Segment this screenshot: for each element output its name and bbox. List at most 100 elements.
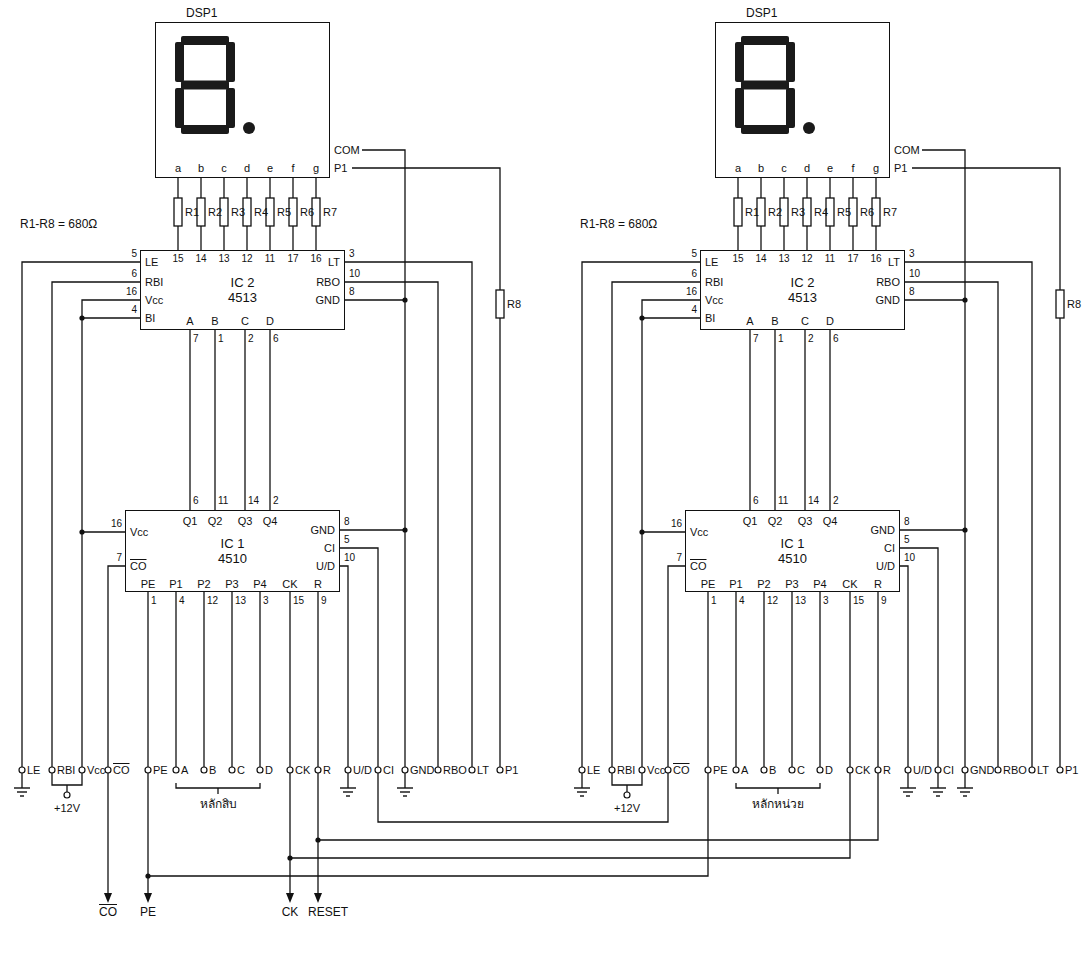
pin-number: 1 — [711, 595, 717, 607]
terminal-label: GND — [970, 764, 994, 776]
ground-bar — [960, 791, 970, 792]
pin-number: 14 — [755, 253, 766, 265]
terminal-pin — [624, 792, 630, 798]
terminal-label: Vcc — [647, 764, 665, 776]
pin-number: 10 — [344, 552, 355, 564]
terminal-pin — [962, 767, 968, 773]
junction-dot — [79, 315, 84, 320]
pin-name: COM — [894, 144, 920, 156]
ground-wire — [581, 773, 582, 788]
ground-symbol — [957, 788, 973, 796]
terminal-pin — [665, 767, 671, 773]
resistor-label: R6 — [300, 206, 314, 218]
pin-number: 6 — [273, 333, 279, 345]
pin-name: PE — [701, 578, 716, 590]
terminal-pin — [1029, 767, 1035, 773]
pin-number: 9 — [881, 595, 887, 607]
pin-number: 6 — [753, 495, 759, 507]
terminal-pin — [435, 767, 441, 773]
resistor-label: R4 — [814, 206, 828, 218]
terminal-pin — [64, 792, 70, 798]
junction-dot — [639, 315, 644, 320]
pin-name: R — [874, 578, 882, 590]
wire — [819, 592, 820, 767]
pin-name: Vcc — [145, 294, 163, 306]
segment — [226, 88, 235, 128]
terminal-pin — [761, 767, 767, 773]
terminal-label: RBO — [1003, 764, 1027, 776]
signal-wire — [189, 330, 190, 510]
segment-pin-name: a — [175, 162, 181, 174]
pin-number: 7 — [676, 552, 682, 564]
segment — [786, 88, 795, 128]
terminal-label: PE — [713, 764, 728, 776]
pin-name: P3 — [785, 578, 798, 590]
wire — [107, 773, 108, 893]
pin-number: 16 — [111, 518, 122, 530]
ground-wire — [937, 773, 938, 788]
junction-dot — [402, 297, 407, 302]
pin-number: 13 — [235, 595, 246, 607]
signal-wire — [774, 330, 775, 510]
terminal-label: C — [797, 764, 805, 776]
pin-name: Q1 — [743, 515, 758, 527]
terminal-label: LT — [1037, 764, 1049, 776]
wire — [352, 168, 500, 767]
pin-name: GND — [876, 294, 900, 306]
segment — [735, 42, 744, 82]
ground-bar — [580, 795, 584, 796]
chip-label: 4513 — [228, 290, 257, 305]
terminal-label: CO — [113, 764, 130, 776]
terminal-pin — [995, 767, 1001, 773]
segment-pin-name: c — [221, 162, 227, 174]
pin-number: 3 — [909, 248, 915, 260]
pin-number: 10 — [909, 268, 920, 280]
pin-name: C — [801, 315, 809, 327]
terminal-label: B — [209, 764, 216, 776]
segment — [786, 42, 795, 82]
pin-number: 8 — [349, 286, 355, 298]
segment — [735, 88, 744, 128]
pin-name: P1 — [729, 578, 742, 590]
junction-dot — [639, 529, 644, 534]
chip-label: IC 2 — [791, 275, 815, 290]
ground-bar — [906, 795, 910, 796]
pin-number: 8 — [904, 516, 910, 528]
pin-name: Q4 — [823, 515, 838, 527]
segment — [181, 81, 229, 90]
wire — [877, 592, 878, 767]
pin-number: 6 — [691, 268, 697, 280]
wire — [642, 531, 685, 532]
pin-name: Q3 — [798, 515, 813, 527]
terminal-label: C — [237, 764, 245, 776]
ground-bar — [957, 787, 973, 788]
pin-name: C — [241, 315, 249, 327]
chip-label: IC 1 — [781, 536, 805, 551]
terminal-pin — [579, 767, 585, 773]
pin-name: CI — [884, 542, 895, 554]
wire — [52, 282, 140, 767]
segment-pin-name: f — [851, 162, 854, 174]
wire — [912, 168, 1060, 767]
terminal-pin — [639, 767, 645, 773]
seven-segment-digit — [175, 36, 255, 134]
segment-pin-name: e — [827, 162, 833, 174]
wire — [22, 262, 140, 767]
pin-name: RBI — [705, 276, 723, 288]
wire — [148, 773, 708, 876]
value-note: R1-R8 = 680Ω — [580, 218, 657, 230]
pin-number: 3 — [349, 248, 355, 260]
pin-name: Q2 — [768, 515, 783, 527]
wire — [340, 548, 378, 767]
wire — [626, 785, 627, 792]
pin-name: U/D — [876, 560, 895, 572]
pin-number: 12 — [801, 253, 812, 265]
segment — [181, 36, 229, 45]
wire — [922, 150, 965, 300]
wire — [378, 773, 668, 822]
pin-number: 6 — [131, 268, 137, 280]
pin-number: 1 — [151, 595, 157, 607]
junction-dot — [962, 297, 967, 302]
pin-number: 7 — [193, 333, 199, 345]
resistor-label: R2 — [208, 206, 222, 218]
